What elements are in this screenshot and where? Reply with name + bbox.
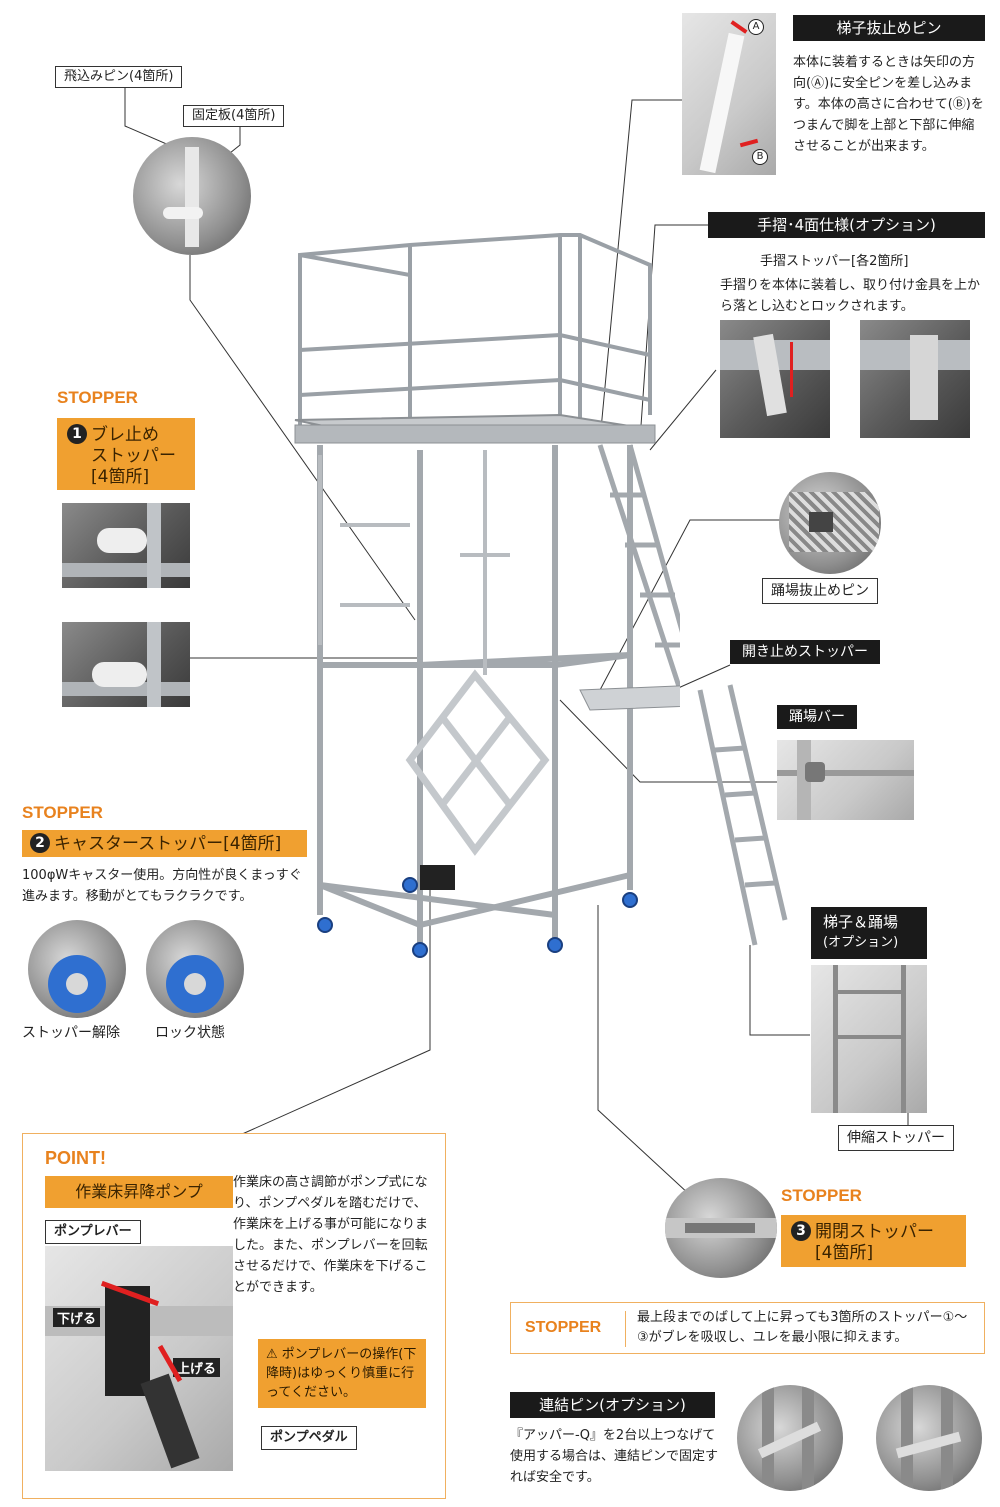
stopper2-desc: 100φWキャスター使用。方向性が良くまっすぐ進みます。移動がとてもラクラクです… (22, 868, 302, 904)
stopper1-title-line3: [4箇所] (91, 467, 150, 487)
stopper3-title-line2: [4箇所] (815, 1243, 874, 1263)
stopper3-number: 3 (791, 1221, 811, 1241)
summary-text: 最上段までのばして上に昇っても3箇所のストッパー①～③がブレを吸収し、ユレを最小… (637, 1310, 968, 1345)
pump-warning-text: ポンプレバーの操作(下降時)はゆっくり慎重に行ってください。 (266, 1347, 417, 1400)
fumiba-bar-photo (777, 740, 914, 820)
ladder-extension-illustration (697, 684, 788, 946)
stopper1-photo-2 (62, 622, 190, 707)
kotei-ban-label: 固定板(4箇所) (183, 105, 285, 127)
handrail-stopper-caption: 手摺ストッパー[各2箇所] (760, 254, 909, 269)
mark-b: B (752, 149, 768, 165)
pump-lever-label: ポンプレバー (45, 1220, 141, 1244)
renketsu-pin-photo-1 (737, 1385, 843, 1491)
mark-a: A (748, 19, 764, 35)
work-platform-illustration (294, 233, 680, 958)
tobikomi-pin-label: 飛込みピン(4箇所) (55, 66, 183, 88)
ladder-fumiba-photo (811, 965, 927, 1113)
caster-locked-photo (146, 920, 244, 1018)
ladder-fumiba-label: 梯子＆踊場 (823, 913, 899, 931)
point-section: POINT! 作業床昇降ポンプ 作業床の高さ調節がポンプ式になり、ポンプペダルを… (22, 1133, 446, 1499)
handrail-desc: 手摺りを本体に装着し、取り付け金具を上から落とし込むとロックされます。 (720, 278, 981, 314)
pump-pedal-label: ポンプペダル (261, 1426, 357, 1450)
stopper1-number: 1 (67, 424, 87, 444)
renketsu-pin-photo-2 (876, 1385, 982, 1491)
fumiba-bar-label: 踊場バー (777, 705, 857, 729)
ladder-pin-desc: 本体に装着するときは矢印の方向(Ⓐ)に安全ピンを差し込みます。本体の高さに合わせ… (793, 55, 984, 154)
stopper3-title-line1: 開閉ストッパー (815, 1222, 934, 1242)
stopper2-title: キャスターストッパー[4箇所] (54, 834, 282, 854)
stopper2-number: 2 (30, 833, 50, 853)
stopper3-heading: STOPPER (781, 1186, 862, 1205)
pump-warning: ⚠ポンプレバーの操作(下降時)はゆっくり慎重に行ってください。 (258, 1339, 426, 1408)
ladder-pin-title: 梯子抜止めピン (793, 15, 985, 41)
pump-photo: 下げる 上げる (45, 1246, 233, 1471)
arrow-icon (790, 342, 793, 397)
fumiba-pin-photo (779, 472, 881, 574)
renketsu-desc: 『アッパー-Q』を2台以上つなげて使用する場合は、連結ピンで固定すれば安全です。 (510, 1428, 719, 1485)
caster-release-caption: ストッパー解除 (22, 1025, 120, 1041)
stopper1-heading: STOPPER (57, 388, 138, 407)
handrail-stopper-photo-2 (860, 320, 970, 438)
down-label: 下げる (53, 1308, 101, 1327)
stopper1-title-line1: ブレ止め (91, 425, 159, 445)
point-heading: POINT! (45, 1148, 106, 1168)
fumiba-pin-label: 踊場抜止めピン (762, 578, 878, 604)
stopper2-heading: STOPPER (22, 803, 103, 822)
arrow-icon (739, 138, 759, 148)
stopper1-title-line2: ストッパー (91, 446, 176, 466)
option-label: (オプション) (823, 935, 899, 950)
point-desc: 作業床の高さ調節がポンプ式になり、ポンプペダルを踏むだけで、作業床を上げる事が可… (233, 1175, 429, 1295)
up-label: 上げる (173, 1358, 221, 1377)
handrail-title: 手摺･4面仕様(オプション) (708, 212, 985, 238)
arrow-icon (730, 20, 748, 34)
renketsu-title: 連結ピン(オプション) (510, 1392, 715, 1418)
summary-heading: STOPPER (525, 1319, 602, 1336)
pin-detail-photo (133, 137, 251, 255)
stopper-summary: STOPPER 最上段までのばして上に昇っても3箇所のストッパー①～③がブレを吸… (510, 1302, 985, 1354)
shinshuku-stopper-label: 伸縮ストッパー (838, 1125, 954, 1151)
ladder-pin-photo: A B (682, 13, 776, 175)
open-stopper-label: 開き止めストッパー (730, 640, 880, 664)
handrail-stopper-photo-1 (720, 320, 830, 438)
point-title: 作業床昇降ポンプ (45, 1176, 233, 1208)
warning-icon: ⚠ (266, 1347, 278, 1362)
caster-locked-caption: ロック状態 (155, 1025, 225, 1041)
caster-released-photo (28, 920, 126, 1018)
stopper1-photo-1 (62, 503, 190, 588)
stopper3-photo (665, 1178, 777, 1278)
ladder-fumiba-title: 梯子＆踊場 (オプション) (811, 907, 927, 959)
